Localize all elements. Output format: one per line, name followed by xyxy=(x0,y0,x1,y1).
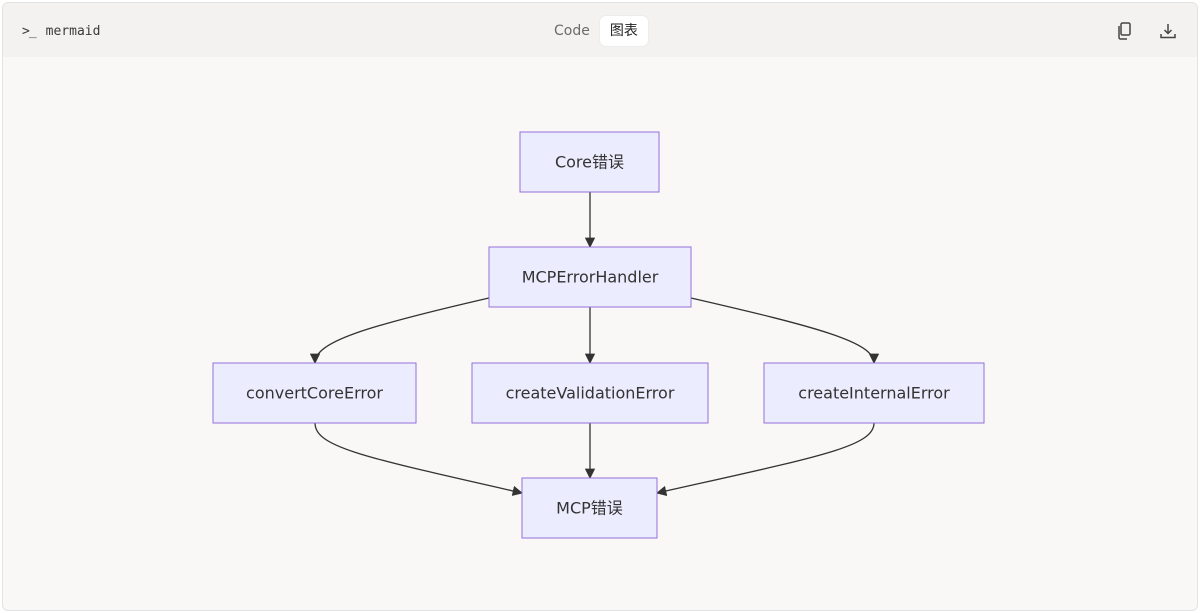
language-indicator: >_ mermaid xyxy=(22,23,100,39)
diagram-canvas: Core错误 MCPErrorHandler convertCoreError cre… xyxy=(3,57,1197,610)
edge-convert-to-mcp_error xyxy=(314,422,524,497)
view-tabs: Code 图表 xyxy=(544,16,648,46)
node-core-error: Core错误 xyxy=(519,131,660,193)
node-convert: convertCoreError xyxy=(212,362,417,424)
copy-icon xyxy=(1118,22,1131,40)
node-box xyxy=(519,131,660,193)
edge-handler-to-convert xyxy=(309,297,490,365)
terminal-prompt-icon: >_ xyxy=(22,23,37,39)
node-label: Core错误 xyxy=(555,153,624,172)
node-label: MCP错误 xyxy=(556,499,623,518)
node-mcp-error: MCP错误 xyxy=(521,477,658,539)
node-label: MCPErrorHandler xyxy=(522,268,659,287)
tab-code[interactable]: Code xyxy=(554,23,590,39)
flowchart: Core错误 MCPErrorHandler convertCoreError cre… xyxy=(212,131,985,539)
edge-internal-to-mcp_error xyxy=(655,422,875,497)
node-label: convertCoreError xyxy=(246,384,383,403)
node-internal: createInternalError xyxy=(763,362,985,424)
edge-handler-to-internal xyxy=(690,297,880,365)
node-box xyxy=(488,246,692,308)
node-box xyxy=(212,362,417,424)
node-label: createValidationError xyxy=(506,384,675,403)
download-button[interactable] xyxy=(1157,20,1179,42)
node-handler: MCPErrorHandler xyxy=(488,246,692,308)
tab-diagram[interactable]: 图表 xyxy=(599,16,648,46)
node-validation: createValidationError xyxy=(471,362,709,424)
code-block-toolbar: >_ mermaid Code 图表 xyxy=(3,3,1197,57)
node-box xyxy=(521,477,658,539)
node-label: createInternalError xyxy=(798,384,950,403)
language-label: mermaid xyxy=(45,23,101,39)
node-box xyxy=(763,362,985,424)
copy-button[interactable] xyxy=(1114,20,1136,42)
download-icon xyxy=(1160,24,1176,39)
node-box xyxy=(471,362,709,424)
